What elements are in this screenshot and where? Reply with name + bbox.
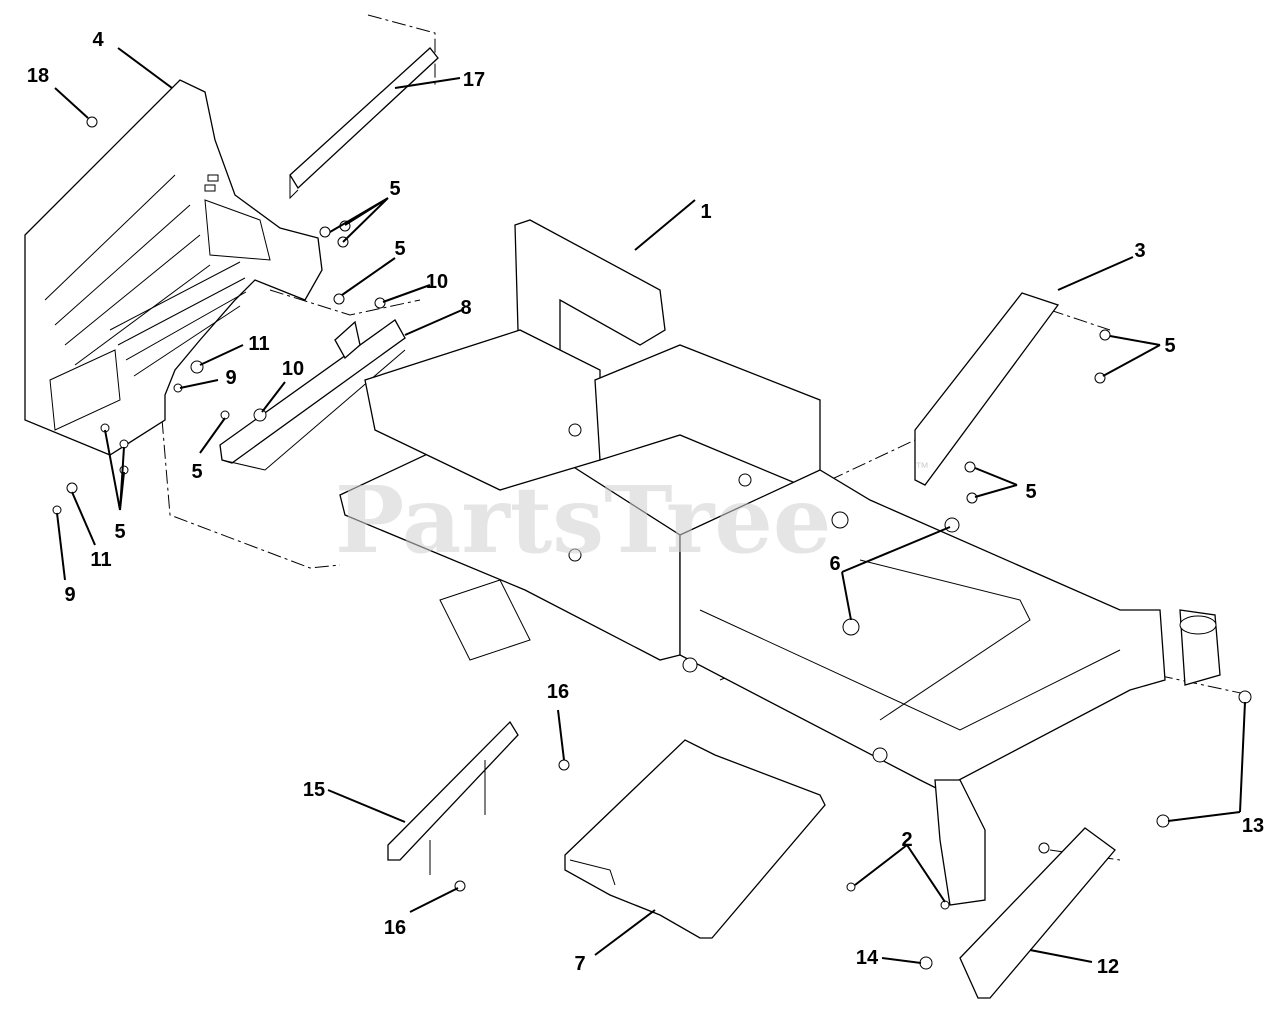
watermark-trademark: ™: [915, 459, 929, 475]
callout-10-a: 10: [426, 271, 448, 293]
callout-10-b: 10: [282, 358, 304, 380]
callout-4: 4: [92, 29, 104, 51]
part-15-step-bracket: [387, 720, 519, 875]
callout-11-a: 11: [248, 333, 269, 355]
callout-5-d: 5: [114, 521, 125, 543]
callout-5-b: 5: [394, 238, 405, 260]
callout-13: 13: [1242, 815, 1264, 837]
part-12-plate: [959, 827, 1116, 999]
part-4-rear-panel: [24, 79, 323, 456]
part-1-main-frame: [339, 219, 1221, 906]
callout-14: 14: [856, 947, 879, 969]
callout-12: 12: [1097, 956, 1119, 978]
callout-15: 15: [303, 779, 325, 801]
watermark: PartsTree ™: [335, 459, 929, 574]
part-8-bracket: [219, 319, 406, 471]
callout-5-f: 5: [1025, 481, 1036, 503]
callout-2: 2: [901, 829, 912, 851]
callout-3: 3: [1134, 240, 1145, 262]
watermark-text: PartsTree: [335, 466, 831, 574]
callout-16-a: 16: [547, 681, 569, 703]
hardware: [52, 116, 1252, 970]
part-7-foot-plate: [564, 739, 826, 939]
callout-5-c: 5: [191, 461, 202, 483]
leader-lines: [54, 47, 1246, 964]
callout-5-a: 5: [389, 178, 400, 200]
callout-16-b: 16: [384, 917, 406, 939]
callout-1: 1: [700, 201, 711, 223]
callout-5-e: 5: [1164, 335, 1175, 357]
callout-11-b: 11: [90, 549, 111, 571]
callout-17: 17: [463, 69, 485, 91]
callout-6: 6: [829, 553, 840, 575]
callout-9-b: 9: [64, 584, 75, 606]
callout-7: 7: [574, 953, 585, 975]
callout-labels: 4 18 17 5 5 10 8 11 9 10 5 5 11 9 1 3 5 …: [27, 29, 1264, 978]
callout-9-a: 9: [225, 367, 236, 389]
part-17-cover: [289, 47, 439, 200]
part-3-side-guard: [914, 292, 1060, 486]
callout-18: 18: [27, 65, 49, 87]
callout-8: 8: [460, 297, 471, 319]
